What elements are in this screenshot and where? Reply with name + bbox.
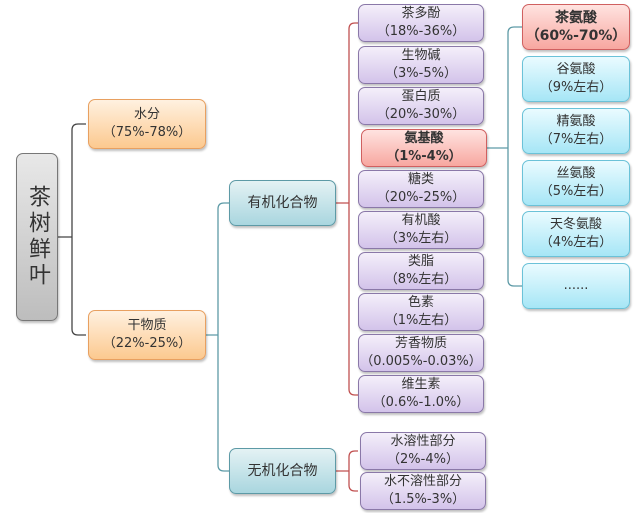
node-name: 糖类 — [407, 172, 434, 187]
node-value: （3%左右） — [384, 231, 458, 246]
node-value: （75%-78%） — [102, 125, 192, 140]
node-sugars: 糖类 （20%-25%） — [358, 170, 484, 208]
node-value: （60%-70%） — [525, 28, 627, 44]
node-aspartic: 天冬氨酸 （4%左右） — [522, 211, 630, 257]
node-name: 水分 — [133, 107, 160, 122]
node-name: 干物质 — [127, 318, 167, 333]
node-water: 水分 （75%-78%） — [88, 99, 206, 149]
root-label: 茶树鲜叶 — [25, 185, 50, 289]
node-pigments: 色素 （1%左右） — [358, 293, 484, 331]
root-bracket — [58, 123, 86, 336]
node-value: （22%-25%） — [102, 336, 192, 351]
node-value: （7%左右） — [539, 132, 613, 147]
amino-bracket — [486, 26, 522, 287]
node-more: ...... — [522, 263, 630, 309]
node-name: 色素 — [407, 295, 434, 310]
node-vitamins: 维生素 （0.6%-1.0%） — [358, 375, 484, 413]
node-value: （9%左右） — [539, 80, 613, 95]
node-insoluble: 水不溶性部分 （1.5%-3%） — [360, 472, 486, 510]
dry-matter-bracket — [206, 202, 229, 472]
node-name: 蛋白质 — [401, 89, 441, 104]
node-dry-matter: 干物质 （22%-25%） — [88, 310, 206, 360]
node-value: （0.6%-1.0%） — [372, 395, 470, 410]
node-value: （18%-36%） — [376, 24, 466, 39]
node-aromatics: 芳香物质 （0.005%-0.03%） — [358, 334, 484, 372]
node-value: （20%-30%） — [376, 107, 466, 122]
node-name: ...... — [563, 278, 589, 293]
node-name: 有机酸 — [401, 213, 441, 228]
node-name: 水溶性部分 — [390, 434, 456, 449]
node-name: 氨基酸 — [404, 131, 444, 146]
node-glutamic: 谷氨酸 （9%左右） — [522, 56, 630, 102]
node-value: （1.5%-3%） — [380, 492, 466, 507]
root-node: 茶树鲜叶 — [16, 153, 58, 321]
node-value: （1%-4%） — [386, 149, 462, 164]
node-alkaloids: 生物碱 （3%-5%） — [358, 46, 484, 84]
node-lipids: 类脂 （8%左右） — [358, 252, 484, 290]
node-name: 芳香物质 — [394, 336, 447, 351]
node-serine: 丝氨酸 （5%左右） — [522, 160, 630, 206]
node-inorganic: 无机化合物 — [229, 448, 336, 494]
node-name: 无机化合物 — [247, 463, 318, 479]
node-organic-acids: 有机酸 （3%左右） — [358, 211, 484, 249]
node-amino-acids: 氨基酸 （1%-4%） — [361, 129, 487, 167]
inorganic-bracket — [336, 450, 358, 492]
node-organic: 有机化合物 — [229, 180, 336, 226]
node-soluble: 水溶性部分 （2%-4%） — [360, 432, 486, 470]
node-name: 谷氨酸 — [556, 62, 596, 77]
node-name: 生物碱 — [401, 48, 441, 63]
node-value: （8%左右） — [384, 272, 458, 287]
node-value: （3%-5%） — [385, 66, 457, 81]
node-theanine: 茶氨酸 （60%-70%） — [522, 4, 630, 50]
node-polyphenols: 茶多酚 （18%-36%） — [358, 4, 484, 42]
node-value: （2%-4%） — [387, 452, 459, 467]
node-name: 类脂 — [407, 254, 434, 269]
node-protein: 蛋白质 （20%-30%） — [358, 87, 484, 125]
node-name: 丝氨酸 — [556, 166, 596, 181]
node-name: 茶多酚 — [401, 6, 441, 21]
node-value: （20%-25%） — [376, 190, 466, 205]
node-value: （0.005%-0.03%） — [360, 354, 482, 369]
organic-bracket — [336, 22, 358, 396]
node-name: 天冬氨酸 — [549, 217, 602, 232]
node-arginine: 精氨酸 （7%左右） — [522, 108, 630, 154]
node-value: （4%左右） — [539, 235, 613, 250]
node-name: 茶氨酸 — [555, 10, 597, 26]
node-value: （1%左右） — [384, 313, 458, 328]
node-value: （5%左右） — [539, 184, 613, 199]
node-name: 水不溶性部分 — [383, 474, 462, 489]
node-name: 有机化合物 — [247, 195, 318, 211]
node-name: 维生素 — [401, 377, 441, 392]
node-name: 精氨酸 — [556, 114, 596, 129]
